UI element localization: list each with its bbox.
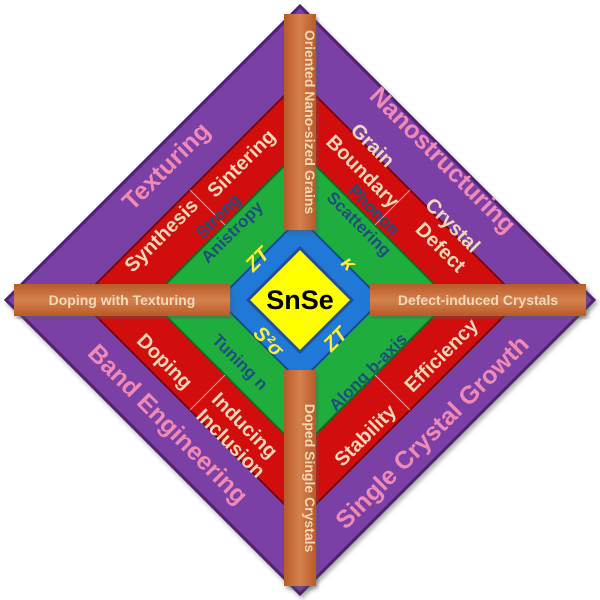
- divider-line: [189, 189, 226, 226]
- divider-line: [374, 374, 411, 411]
- divider-line: [189, 374, 226, 411]
- band-right: [370, 284, 586, 316]
- band-left: [14, 284, 230, 316]
- band-label-top: Oriented Nano-sized Grains: [302, 30, 318, 215]
- band-bottom: [284, 370, 316, 586]
- band-top: [284, 14, 316, 230]
- divider-line: [374, 189, 411, 226]
- center-label: SnSe: [266, 285, 334, 315]
- band-label-right: Defect-induced Crystals: [398, 292, 558, 308]
- band-label-bottom: Doped Single Crystals: [302, 404, 318, 553]
- band-label-left: Doping with Texturing: [49, 292, 196, 308]
- center-diamond: [245, 245, 355, 355]
